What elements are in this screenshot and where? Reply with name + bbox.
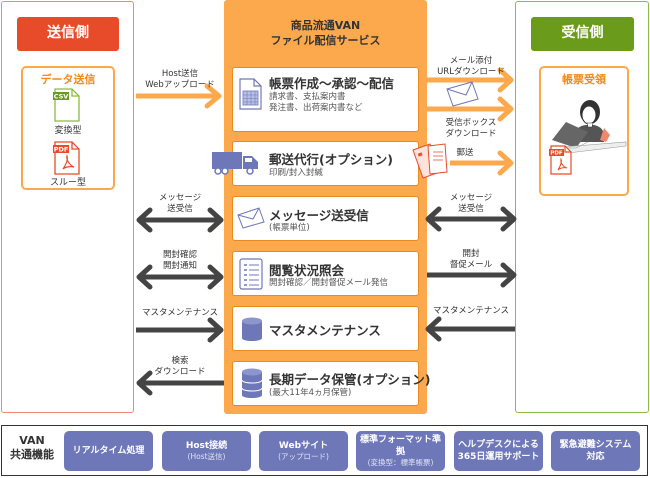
flow-label-line: ダウンロード	[154, 367, 206, 377]
feature-realtime[interactable]: リアルタイム処理	[64, 431, 153, 471]
csv-file-icon: CSV	[53, 88, 80, 122]
van-common-label: VAN 共通機能	[8, 434, 56, 462]
card-title: マスタメンテナンス	[269, 323, 381, 338]
receiver-title: 受信側	[531, 17, 634, 51]
card-subtitle: 請求書、支払案内書	[269, 92, 346, 102]
flow-label-line: Webアップロード	[145, 80, 215, 90]
document-receipt-title: 帳票受領	[562, 73, 606, 86]
van-service-title: 商品流通VAN ファイル配信サービス	[224, 18, 427, 48]
feature-label: Host接続	[185, 441, 228, 451]
flow-label-line: 開封確認	[162, 250, 197, 260]
flow-label-inbox: 受信ボックス ダウンロード	[428, 118, 514, 140]
flow-label-open-confirm: 開封確認 開封通知	[135, 250, 225, 272]
feature-label: 365日運用サポート	[457, 452, 540, 462]
inbox-download-arrow	[427, 96, 514, 122]
card-title: メッセージ送受信	[269, 208, 369, 223]
flow-label-postal: 郵送	[456, 148, 474, 158]
feature-standard-format[interactable]: 標準フォーマット準拠 (変換型：標準帳票)	[356, 431, 445, 471]
flow-label-open-reminder: 開封 督促メール	[428, 249, 514, 271]
flow-label-line: 送受信	[458, 204, 484, 214]
feature-label: 対応	[586, 452, 605, 462]
sender-title: 送信側	[17, 17, 119, 51]
feature-host-connection[interactable]: Host接続 (Host送信)	[162, 431, 251, 471]
van-service-title-line2: ファイル配信サービス	[270, 34, 381, 47]
checklist-icon	[239, 258, 263, 290]
postal-arrow	[450, 150, 514, 176]
feature-website[interactable]: Webサイト (アップロード)	[259, 431, 348, 471]
flow-label-line: 検索	[171, 356, 189, 366]
feature-label: リアルタイム処理	[72, 446, 145, 456]
flow-label-line: ダウンロード	[445, 129, 497, 139]
flow-label-mail-attach: メール添付 URLダウンロード	[428, 56, 514, 78]
card-subtitle: (最大11年4ヵ月保管)	[269, 388, 352, 398]
open-reminder-arrow	[427, 262, 517, 288]
card-messaging[interactable]: メッセージ送受信 (帳票単位)	[232, 196, 419, 241]
feature-helpdesk[interactable]: ヘルプデスクによる 365日運用サポート	[454, 431, 543, 471]
card-subtitle: (帳票単位)	[269, 223, 310, 233]
truck-icon	[212, 152, 258, 175]
flow-label-line: 受信ボックス	[445, 118, 497, 128]
card-title: 郵送代行(オプション)	[269, 152, 393, 167]
flow-label-master-left: マスタメンテナンス	[141, 308, 219, 318]
flow-label-line: 開封通知	[162, 261, 197, 271]
flow-label-line: 督促メール	[449, 260, 493, 270]
card-title: 閲覧状況照会	[269, 263, 345, 278]
feature-label: ヘルプデスクによる	[458, 440, 539, 450]
database-stack-icon	[241, 368, 263, 398]
postal-documents-icon	[412, 143, 448, 179]
flow-label-message-right: メッセージ 送受信	[428, 193, 514, 215]
flow-label-line: URLダウンロード	[437, 67, 505, 77]
card-subtitle: 印刷/封入封緘	[269, 168, 323, 178]
flow-label-master-right: マスタメンテナンス	[432, 306, 510, 316]
flow-label-line: 送受信	[167, 204, 193, 214]
spreadsheet-document-icon	[239, 78, 262, 110]
card-master-maintenance[interactable]: マスタメンテナンス	[232, 306, 419, 351]
flow-label-line: メッセージ	[158, 193, 202, 203]
feature-sublabel: (アップロード)	[278, 452, 329, 461]
host-upload-arrow	[136, 83, 222, 109]
through-type-label: スルー型	[49, 178, 86, 188]
envelope-icon	[237, 207, 265, 229]
card-title: 長期データ保管(オプション)	[269, 372, 431, 387]
received-pdf-badge: PDF	[550, 151, 563, 157]
flow-label-line: メール添付	[449, 56, 493, 66]
card-document-creation[interactable]: 帳票作成～承認～配信 請求書、支払案内書 発注書、出荷案内書など	[232, 67, 419, 132]
feature-emergency-system[interactable]: 緊急避難システム 対応	[551, 431, 640, 471]
feature-label: Webサイト	[278, 441, 329, 451]
feature-sublabel: (Host送信)	[187, 452, 226, 461]
card-title: 帳票作成～承認～配信	[269, 76, 395, 91]
feature-label: 標準フォーマット準拠	[359, 435, 441, 457]
van-service-title-line1: 商品流通VAN	[290, 19, 361, 32]
csv-badge: CSV	[54, 93, 69, 101]
card-subtitle: 開封確認／開封督促メール発信	[269, 278, 389, 288]
flow-label-line: Host送信	[161, 69, 199, 79]
data-send-title: データ送信	[40, 73, 96, 86]
search-download-left-arrow	[136, 370, 224, 396]
flow-label-host-upload: Host送信 Webアップロード	[135, 69, 225, 91]
flow-label-search-download: 検索 ダウンロード	[135, 356, 225, 378]
pdf-file-icon: PDF	[53, 141, 80, 175]
van-label-line2: 共通機能	[10, 448, 54, 461]
message-both-right-arrow	[425, 206, 517, 232]
card-long-term-storage[interactable]: 長期データ保管(オプション) (最大11年4ヵ月保管)	[232, 361, 430, 406]
pdf-badge: PDF	[54, 146, 69, 154]
card-view-status[interactable]: 閲覧状況照会 開封確認／開封督促メール発信	[232, 251, 419, 296]
master-maintenance-left-arrow	[425, 316, 515, 342]
database-icon	[242, 317, 262, 341]
flow-arrows	[136, 67, 517, 396]
received-pdf-icon: PDF	[549, 145, 572, 175]
van-label-line1: VAN	[19, 434, 45, 447]
open-confirm-both-arrow	[136, 264, 224, 290]
card-subtitle: 発注書、出荷案内書など	[269, 103, 363, 113]
feature-label: 緊急避難システム	[559, 440, 632, 450]
message-both-arrow	[136, 207, 224, 233]
master-maintenance-right-arrow	[136, 317, 224, 343]
flow-label-message-left: メッセージ 送受信	[135, 193, 225, 215]
flow-label-line: メッセージ	[449, 193, 493, 203]
mail-attach-arrow	[427, 67, 514, 93]
mail-envelope-icon	[446, 81, 479, 107]
feature-sublabel: (変換型：標準帳票)	[367, 458, 434, 467]
flow-label-line: 開封	[462, 249, 480, 259]
convert-type-label: 変換型	[54, 126, 82, 136]
